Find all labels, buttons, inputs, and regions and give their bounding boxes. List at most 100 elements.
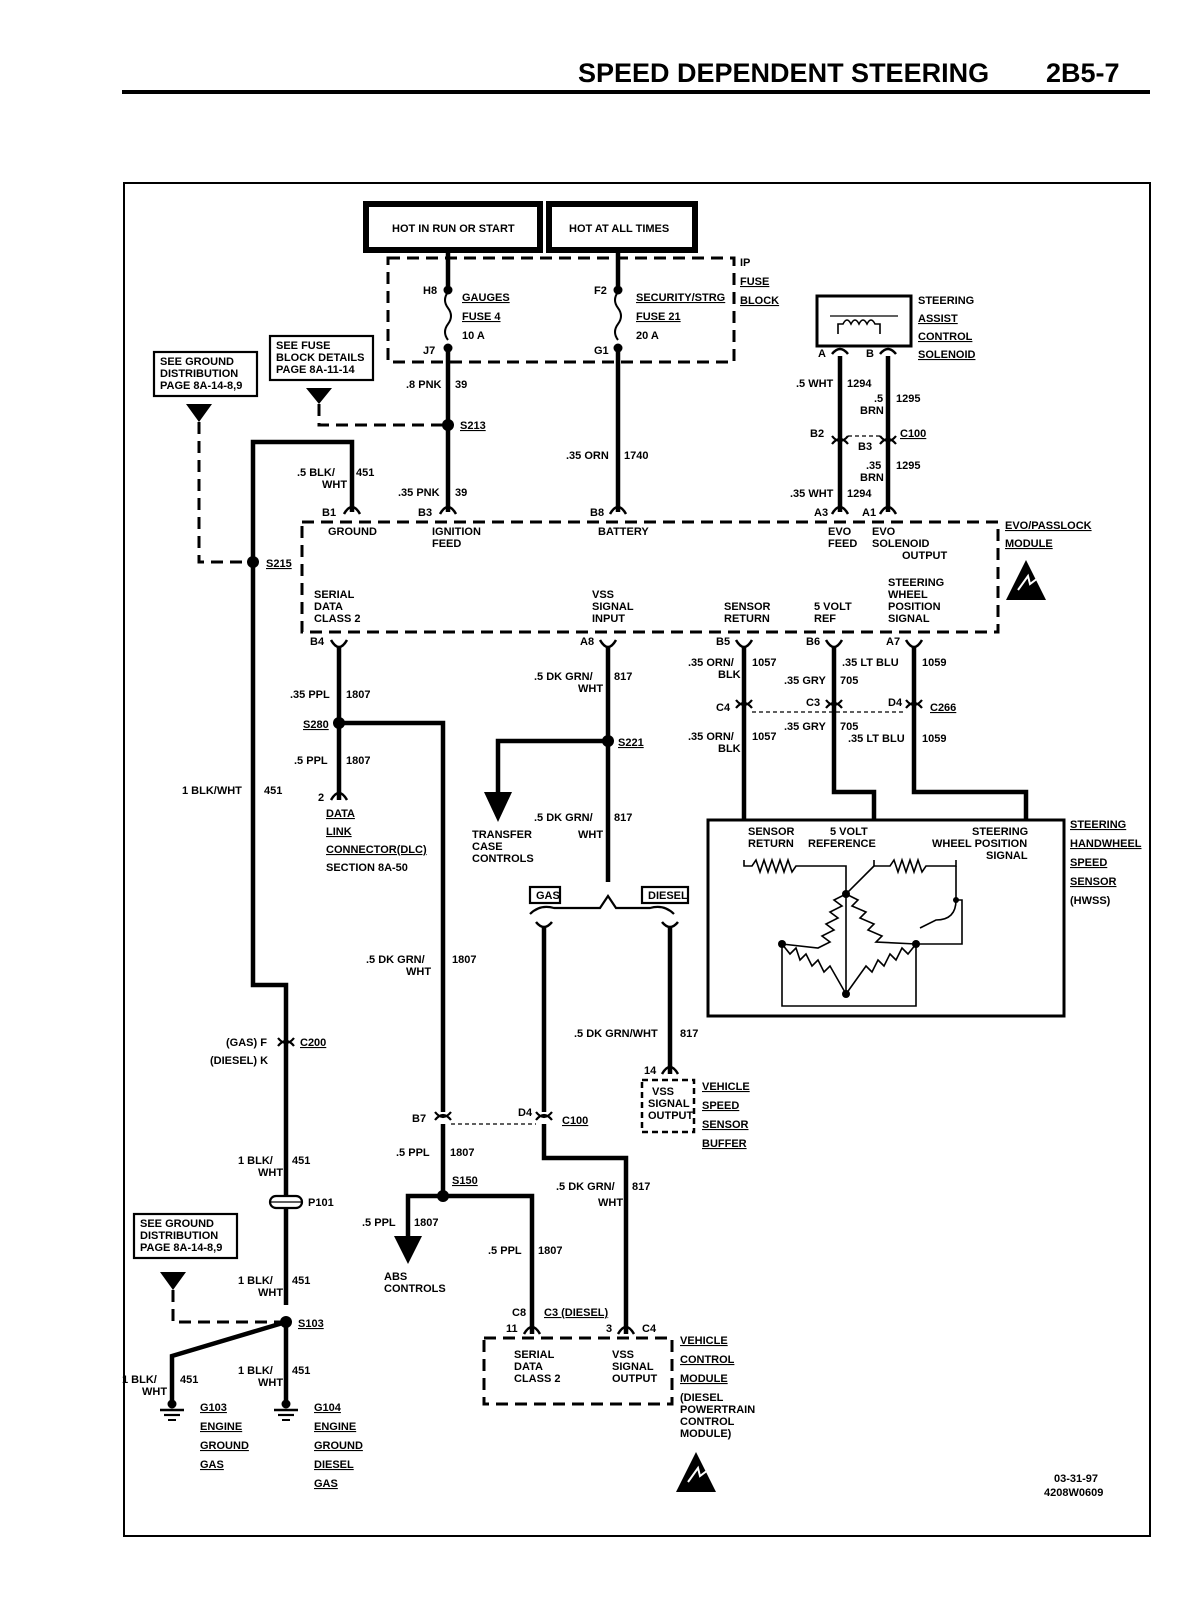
evo-pin-b3: B3 (418, 507, 432, 519)
wire-817-vcm (541, 1124, 629, 1334)
wire-label-brn-05: .5 (874, 393, 883, 405)
evo-pin-a1: A1 (862, 507, 876, 519)
dlc-label-3: CONNECTOR(DLC) (326, 844, 427, 856)
sensor-bridge-icon (743, 857, 963, 1007)
splice-s215-dot (247, 556, 259, 568)
vcm-label-3: MODULE (680, 1373, 728, 1385)
fuse-block-label-1: IP (740, 257, 750, 269)
connector-b7: B7 (412, 1113, 426, 1125)
connector-c4: C4 (716, 702, 731, 714)
wire-label-gry-a: .35 GRY (784, 675, 826, 687)
vehicle-speed-sensor-buffer: VSS SIGNAL OUTPUT VEHICLE SPEED SENSOR B… (640, 1078, 750, 1150)
fuse-security-amps: 20 A (636, 330, 659, 342)
wire-label-ppl-05a: .5 PPL (294, 755, 328, 767)
abs-arrow-icon (394, 1236, 422, 1264)
wire-label-blk-a: BLK (718, 669, 741, 681)
wire-num-39a: 39 (455, 379, 467, 391)
wire-label-orn-a: .35 ORN/ (688, 657, 734, 669)
fuse-h8: H8 (423, 285, 437, 297)
wire-num-1807c: 1807 (452, 954, 476, 966)
evo-label-1: EVO/PASSLOCK (1005, 520, 1092, 532)
wire-label-ppl-05c: .5 PPL (362, 1217, 396, 1229)
ref-ground-top-line1: SEE GROUND (160, 356, 234, 368)
ref-ground-top: SEE GROUND DISTRIBUTION PAGE 8A-14-8,9 (152, 350, 259, 422)
fuse-ref-arrow-icon (306, 388, 332, 404)
evo-pin-b8: B8 (590, 507, 604, 519)
vcm-label-2: CONTROL (680, 1354, 735, 1366)
wire-label-pnk-035: .35 PNK (398, 487, 440, 499)
power-all-times-label: HOT AT ALL TIMES (569, 223, 669, 235)
wire-num-1807f: 1807 (538, 1245, 562, 1257)
vcm-vss-2: SIGNAL (612, 1361, 654, 1373)
wire-num-1294b: 1294 (847, 488, 872, 500)
vssb-inner-1: VSS (652, 1086, 674, 1098)
wire-label-wht-a: WHT (322, 479, 347, 491)
splice-s213: S213 (460, 420, 486, 432)
ref-ground-top-line2: DISTRIBUTION (160, 368, 238, 380)
ip-fuse-block: IP FUSE BLOCK H8 J7 GAUGES FUSE 4 10 A F… (386, 250, 779, 364)
footer-date: 03-31-97 (1054, 1473, 1098, 1485)
evo-swps-4: SIGNAL (888, 613, 930, 625)
evo-sr-1: SENSOR (724, 601, 771, 613)
wire-1807-vcm (339, 720, 446, 1112)
gas-diesel-split: GAS DIESEL (528, 885, 690, 929)
ref-fuse-details: SEE FUSE BLOCK DETAILS PAGE 8A-11-14 (268, 334, 375, 404)
connector-c200-gas: (GAS) F (226, 1037, 267, 1049)
diagram-frame (123, 182, 1151, 1537)
connector-c200-icon (277, 1037, 295, 1047)
wire-label-wht-h: WHT (258, 1377, 283, 1389)
wire-label-dkgrn-05a: .5 DK GRN/ (366, 954, 425, 966)
wire-label-gry-b: .35 GRY (784, 721, 826, 733)
hwss-label-1: STEERING (1070, 819, 1126, 831)
wire-label-pnk-08: .8 PNK (406, 379, 442, 391)
wire-num-451e: 451 (180, 1374, 198, 1386)
wire-num-1295a: 1295 (896, 393, 920, 405)
wire-num-39b: 39 (455, 487, 467, 499)
hwss-wps-1: STEERING (972, 826, 1028, 838)
evo-serial-1: SERIAL (314, 589, 355, 601)
hwss-sr-2: RETURN (748, 838, 794, 850)
evo-sol-3: OUTPUT (902, 550, 948, 562)
ref-ground-bottom: SEE GROUND DISTRIBUTION PAGE 8A-14-8,9 (132, 1212, 239, 1290)
fuse-security-label: SECURITY/STRG (636, 292, 725, 304)
vcm-pin-3: 3 (606, 1323, 612, 1335)
vssb-pin-14: 14 (644, 1065, 657, 1077)
vehicle-control-module: SERIAL DATA CLASS 2 VSS SIGNAL OUTPUT VE… (482, 1335, 755, 1440)
wire-num-1057b: 1057 (752, 731, 776, 743)
ground-g103-icon (160, 1399, 184, 1421)
fuse-security-number: FUSE 21 (636, 311, 681, 323)
evo-sol-1: EVO (872, 526, 896, 538)
wire-451 (250, 439, 355, 1305)
wire-num-451c: 451 (292, 1155, 310, 1167)
wire-num-451a: 451 (356, 467, 374, 479)
solenoid-label-4: SOLENOID (918, 349, 976, 361)
fuse-g1: G1 (594, 345, 609, 357)
wire-num-451f: 451 (292, 1365, 310, 1377)
wire-num-1807b: 1807 (346, 755, 370, 767)
page-title: SPEED DEPENDENT STEERING (578, 58, 989, 88)
wire-num-1740: 1740 (624, 450, 648, 462)
vcm-serial-2: DATA (514, 1361, 543, 1373)
diesel-label: DIESEL (648, 890, 688, 902)
solenoid-label-2: ASSIST (918, 313, 958, 325)
evo-pin-b4: B4 (310, 636, 325, 648)
connector-c200: C200 (300, 1037, 326, 1049)
wire-abs (405, 1193, 443, 1236)
splice-p101: P101 (308, 1197, 334, 1209)
transfer-label-2: CASE (472, 841, 503, 853)
hwss-wps-2: WHEEL POSITION (932, 838, 1027, 850)
evo-sol-2: SOLENOID (872, 538, 930, 550)
evo-pin-a7: A7 (886, 636, 900, 648)
wire-label-blk-1a: 1 BLK/ (238, 1155, 273, 1167)
vssb-label-1: VEHICLE (702, 1081, 750, 1093)
evo-feed-2: FEED (828, 538, 857, 550)
wire-label-wht-f: WHT (258, 1287, 283, 1299)
wire-num-1807a: 1807 (346, 689, 370, 701)
evo-vss-2: SIGNAL (592, 601, 634, 613)
wire-num-1059a: 1059 (922, 657, 946, 669)
wire-num-705a: 705 (840, 675, 858, 687)
wire-1059 (911, 646, 1029, 820)
vcm-label-1: VEHICLE (680, 1335, 728, 1347)
transfer-label-3: CONTROLS (472, 853, 534, 865)
connector-c266: C266 (930, 702, 956, 714)
